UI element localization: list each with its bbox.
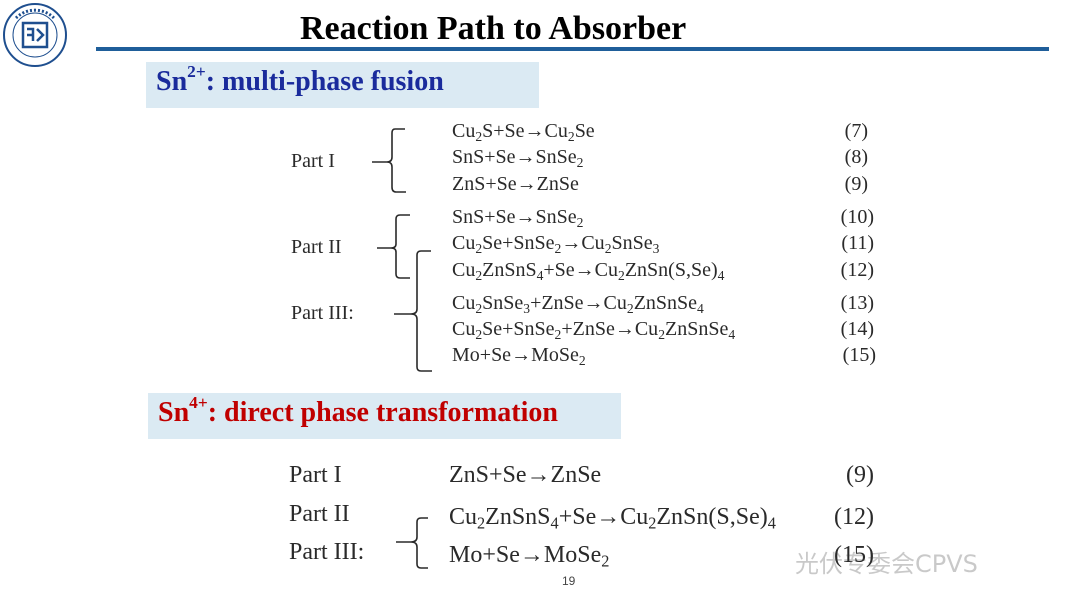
university-seal-icon [3,3,67,67]
equation-8-sec1: SnS+Se→SnSe2 [452,146,584,170]
sn4-heading: Sn4+: direct phase transformation [148,393,621,439]
equation-15-sec1: Mo+Se→MoSe2 [452,344,586,368]
equation-number: (12) [840,259,874,281]
equation-14-sec1: Cu2Se+SnSe2+ZnSe→Cu2ZnSnSe4 [452,318,736,342]
sec1-part-1-label: Part I [291,150,335,172]
sec2-part-3-label: Part III: [289,539,365,565]
sec2-part-2-label: Part II [289,501,350,527]
page-number: 19 [562,574,576,588]
part2-brace [377,214,410,279]
equation-number: (8) [844,146,868,168]
equation-10-sec1: SnS+Se→SnSe2 [452,206,584,230]
equation-15-sec2: Mo+Se→MoSe2 [449,542,610,571]
equation-9-sec2: ZnS+Se→ZnSe [449,462,602,488]
equation-number: (7) [844,120,868,142]
equation-9-sec1: ZnS+Se→ZnSe [452,173,579,195]
equation-13-sec1: Cu2SnSe3+ZnSe→Cu2ZnSnSe4 [452,292,704,316]
sec1-part-2-label: Part II [291,236,342,258]
part1-brace [372,128,406,193]
equation-number: (10) [840,206,874,228]
equation-number: (9) [844,173,868,195]
equation-number: (14) [840,318,874,340]
part3-brace [394,250,432,372]
sec2-part-1-label: Part I [289,462,342,488]
slide-title: Reaction Path to Absorber [300,10,687,47]
equation-number: (15) [842,344,876,366]
sec1-part-3-label: Part III: [291,302,354,324]
title-underline [96,47,1049,51]
equation-number: (11) [841,232,874,254]
equation-11-sec1: Cu2Se+SnSe2→Cu2SnSe3 [452,232,660,256]
equation-12-sec1: Cu2ZnSnS4+Se→Cu2ZnSn(S,Se)4 [452,259,725,283]
equation-number: (12) [834,504,874,530]
sec2-part3-brace [396,517,428,569]
equation-number: (13) [840,292,874,314]
watermark: 光伏专委会CPVS [795,550,978,578]
equation-number: (9) [846,462,874,488]
equation-12-sec2: Cu2ZnSnS4+Se→Cu2ZnSn(S,Se)4 [449,504,776,533]
equation-number: (15) [834,542,874,568]
equation-7-sec1: Cu2S+Se→Cu2Se [452,120,595,144]
sn2-heading: Sn2+: multi-phase fusion [146,62,539,108]
